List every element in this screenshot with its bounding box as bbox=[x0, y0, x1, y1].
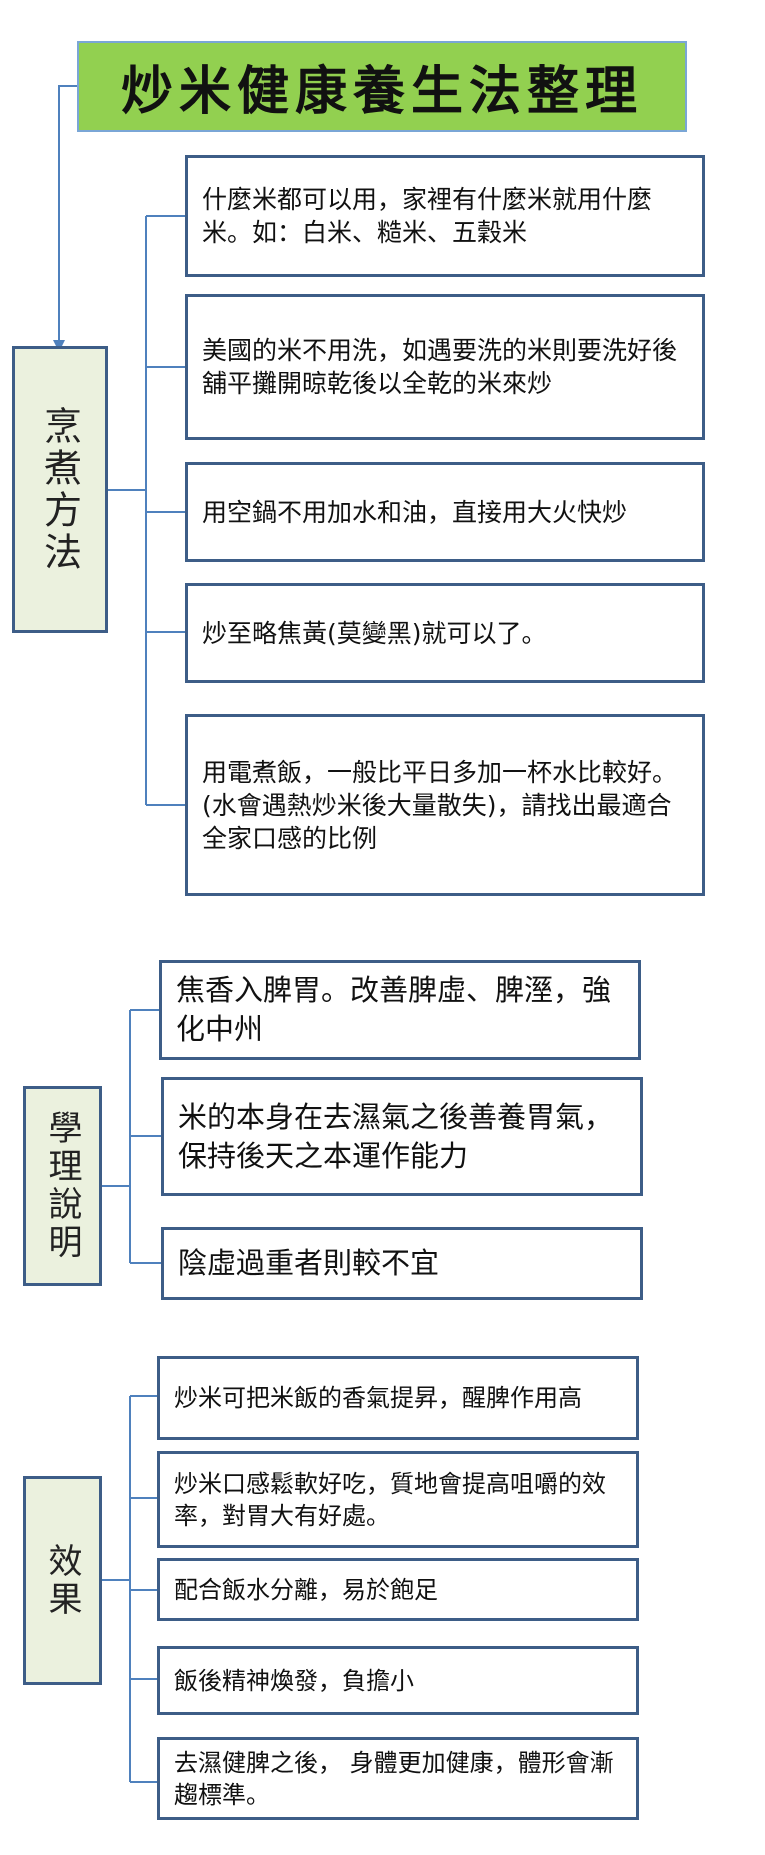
cooking-item-3: 用空鍋不用加水和油，直接用大火快炒 bbox=[185, 462, 705, 562]
theory-item-2: 米的本身在去濕氣之後善養胃氣，保持後天之本運作能力 bbox=[161, 1077, 643, 1196]
page-title: 炒米健康養生法整理 bbox=[120, 61, 643, 122]
theory-item-3: 陰虛過重者則較不宜 bbox=[161, 1227, 643, 1300]
theory-item-1: 焦香入脾胃。改善脾虛、脾溼，強化中州 bbox=[159, 960, 641, 1060]
cooking-item-2: 美國的米不用洗，如遇要洗的米則要洗好後舖平攤開晾乾後以全乾的米來炒 bbox=[185, 294, 705, 440]
effect-item-3: 配合飯水分離，易於飽足 bbox=[157, 1558, 639, 1621]
category-cooking-method: 烹煮方法 bbox=[12, 346, 108, 633]
title-box: 炒米健康養生法整理 bbox=[77, 41, 687, 132]
effect-item-5: 去濕健脾之後， 身體更加健康，體形會漸趨標準。 bbox=[157, 1737, 639, 1820]
category-label: 學理說明 bbox=[42, 1110, 82, 1262]
category-theory: 學理說明 bbox=[23, 1086, 102, 1286]
category-effect: 效果 bbox=[23, 1476, 102, 1685]
connector-title-to-cooking bbox=[58, 85, 77, 340]
effect-item-1: 炒米可把米飯的香氣提昇，醒脾作用高 bbox=[157, 1356, 639, 1440]
cooking-item-1: 什麼米都可以用，家裡有什麼米就用什麼米。如：白米、糙米、五穀米 bbox=[185, 155, 705, 277]
effect-item-2: 炒米口感鬆軟好吃，質地會提高咀嚼的效率，對胃大有好處。 bbox=[157, 1451, 639, 1548]
cooking-item-4: 炒至略焦黃(莫變黑)就可以了。 bbox=[185, 583, 705, 683]
cooking-item-5: 用電煮飯，一般比平日多加一杯水比較好。(水會遇熱炒米後大量散失)，請找出最適合全… bbox=[185, 714, 705, 896]
category-label: 效果 bbox=[42, 1542, 82, 1619]
effect-item-4: 飯後精神煥發，負擔小 bbox=[157, 1646, 639, 1715]
category-label: 烹煮方法 bbox=[37, 405, 82, 574]
